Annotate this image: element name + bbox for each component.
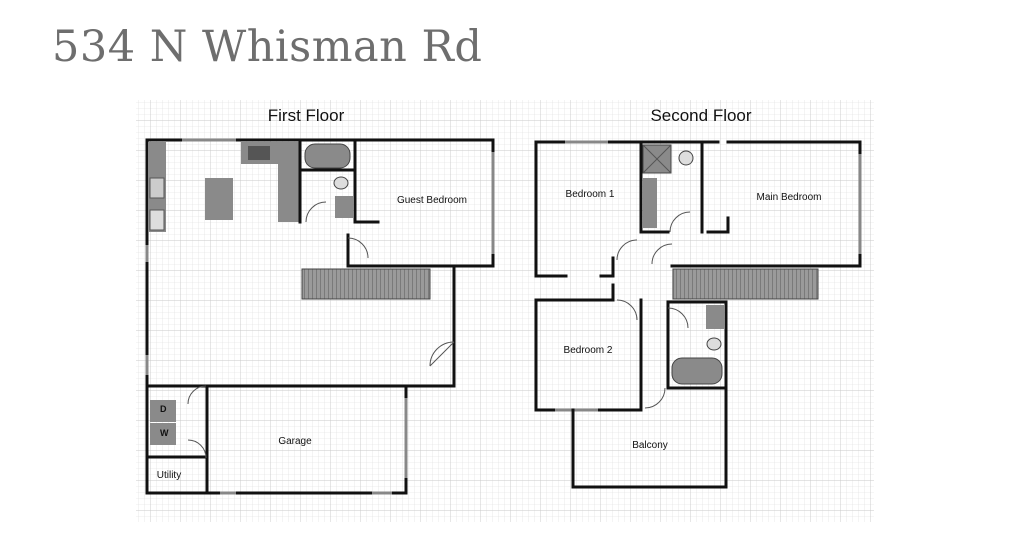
sink-icon (149, 177, 165, 199)
bathtub-icon (671, 357, 723, 385)
utility-label: Utility (157, 470, 181, 481)
balcony-walls (571, 386, 728, 489)
kitchen-counter-east (278, 142, 300, 222)
toilet-icon (678, 150, 694, 166)
bedroom-1-wall-south-b (599, 256, 615, 278)
second-floor-plan: Second Floor Bedroom 1 Main Bedroom Bedr… (534, 106, 862, 489)
kitchen-island (205, 178, 233, 220)
bedroom-1-label: Bedroom 1 (566, 189, 615, 200)
washer-label: W (160, 428, 169, 438)
bathtub-icon (304, 143, 351, 169)
balcony-door-swing (644, 387, 666, 409)
first-floor-wall-east (353, 138, 495, 388)
stovetop-icon (248, 146, 270, 160)
dryer-icon (150, 400, 176, 422)
toilet-icon (333, 176, 349, 190)
toilet-icon (706, 337, 722, 351)
main-bedroom-label: Main Bedroom (756, 192, 821, 203)
range-icon (149, 209, 165, 231)
guest-door-swing (347, 237, 369, 259)
garage-label: Garage (278, 436, 312, 447)
balcony-label: Balcony (632, 440, 668, 451)
double-vanity-icon (643, 178, 657, 228)
laundry-door-swing (187, 385, 207, 405)
hall-bath-door-swing (667, 307, 689, 329)
first-floor-plan: First Floor D W (145, 106, 495, 495)
bedroom-2-wall-north (534, 283, 615, 302)
guest-wall-south (346, 233, 456, 268)
hall-bath-walls (666, 300, 728, 390)
page-title: 534 N Whisman Rd (52, 22, 483, 72)
second-floor-stairs (672, 268, 819, 300)
dryer-label: D (160, 404, 167, 414)
guest-bedroom-label: Guest Bedroom (397, 195, 467, 206)
main-bedroom-door-swing (651, 243, 673, 265)
vanity-icon (335, 196, 353, 218)
first-floor-title: First Floor (268, 106, 345, 125)
second-bath-door-swing (669, 211, 691, 233)
bedroom-2-label: Bedroom 2 (564, 345, 613, 356)
first-floor-stairs (301, 268, 431, 300)
front-door-swing (429, 341, 455, 367)
utility-door-swing (187, 439, 207, 459)
main-bedroom-closet (706, 216, 730, 234)
vanity-icon (706, 305, 724, 329)
first-bath-door-swing (305, 201, 327, 223)
washer-icon (150, 423, 176, 445)
second-floor-title: Second Floor (650, 106, 751, 125)
bedroom-2-door-swing (616, 299, 638, 321)
grid-background (136, 100, 874, 522)
bedroom-1-door-swing (616, 239, 638, 261)
